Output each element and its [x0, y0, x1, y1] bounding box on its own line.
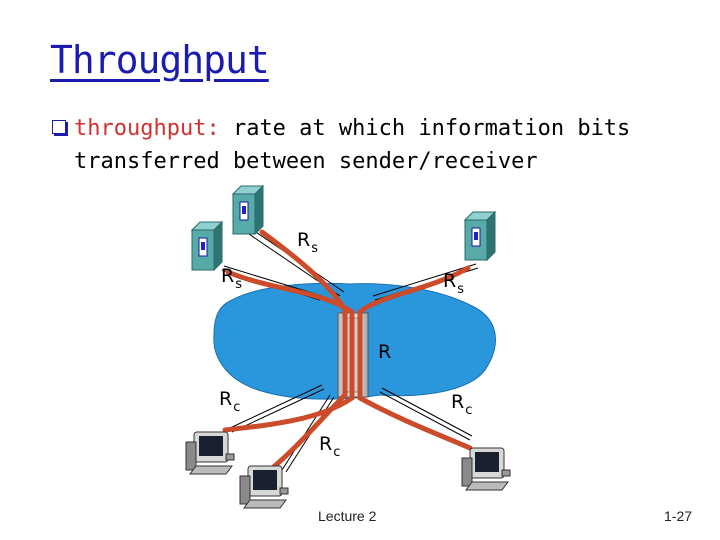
label-rs-top: Rs — [297, 229, 318, 256]
label-rc-right: Rc — [451, 391, 472, 418]
server-icon — [231, 184, 265, 236]
definition-text-1: rate at which information bits — [219, 116, 631, 141]
footer-lecture: Lecture 2 — [318, 508, 377, 524]
computer-icon — [461, 447, 511, 491]
label-rc-left: Rc — [219, 388, 240, 415]
bullet-icon — [52, 120, 66, 134]
footer-page-number: 1-27 — [664, 508, 693, 524]
server-icon — [463, 210, 497, 262]
throughput-paths — [222, 229, 473, 473]
server-icon — [190, 220, 224, 272]
definition-text-2: transferred between sender/receiver — [74, 149, 538, 174]
slide-title: Throughput — [50, 38, 270, 82]
computer-icon — [239, 465, 289, 509]
label-rc-bottom: Rc — [319, 433, 340, 460]
label-rs-left: Rs — [221, 265, 242, 292]
label-rs-right: Rs — [443, 270, 464, 297]
definition-term: throughput: — [74, 116, 220, 141]
label-r-core: R — [378, 341, 391, 363]
computer-icon — [185, 431, 235, 475]
throughput-definition: throughput: rate at which information bi… — [52, 112, 692, 178]
